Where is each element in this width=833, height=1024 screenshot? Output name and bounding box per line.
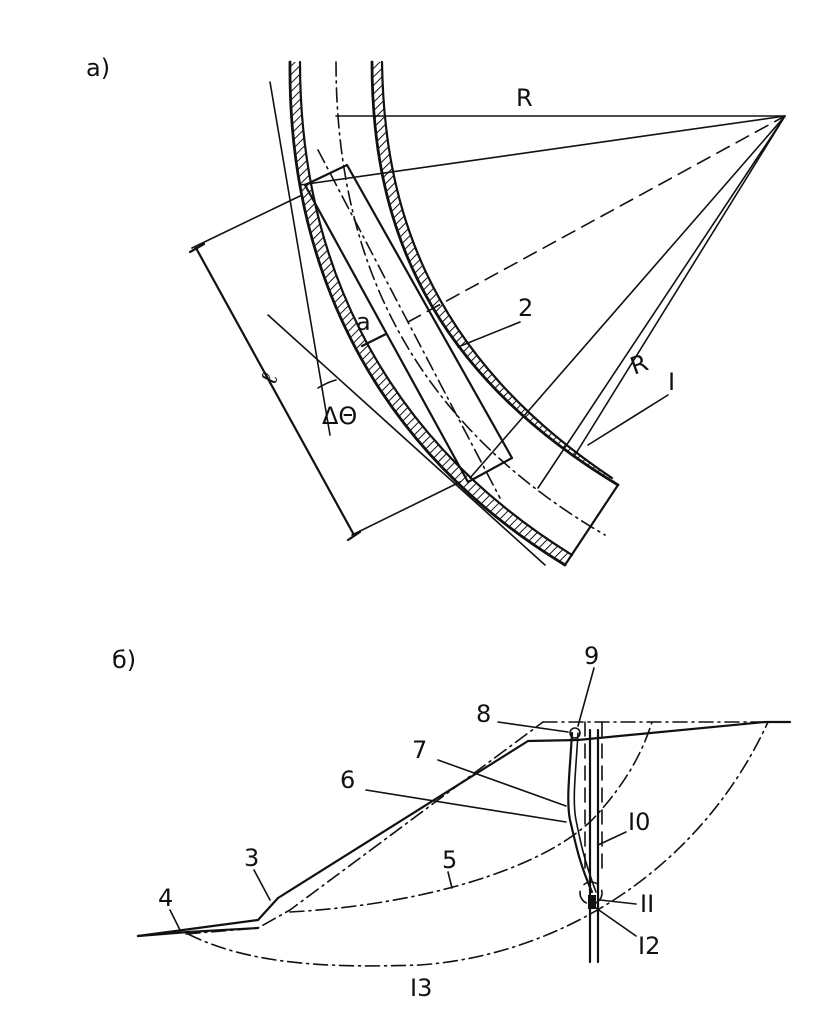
label-1: I (668, 368, 675, 396)
dimension-l-bottom-ext (351, 481, 461, 536)
pile-deformed (567, 731, 594, 894)
pile-head (569, 727, 581, 739)
pile-embedment (588, 895, 596, 909)
label-a: a (356, 308, 371, 336)
label-11: II (640, 890, 654, 918)
dimension-l-tick-top (188, 242, 206, 254)
pipe-right-wall-inner (380, 60, 614, 480)
panel-b-label: б) (112, 646, 136, 674)
label-3: 3 (244, 844, 259, 872)
leader-12 (595, 907, 637, 937)
pipe-axis (335, 61, 606, 536)
dimension-l-tick-bottom (346, 530, 362, 542)
leader-9 (577, 667, 595, 727)
panel-a-label: a) (86, 54, 110, 82)
label-13: I3 (410, 974, 432, 1002)
label-5: 5 (442, 846, 457, 874)
hinge-circle (579, 881, 603, 905)
leader-7 (437, 759, 567, 807)
leader-5 (447, 871, 453, 889)
leader-8 (497, 721, 569, 733)
dimension-l-line (194, 246, 356, 537)
slip-surface-13 (187, 721, 769, 967)
label-4: 4 (158, 884, 173, 912)
radius-inner (574, 115, 786, 456)
panel-b: б) 3 4 (112, 642, 792, 1002)
delta-theta-arc (317, 379, 337, 389)
tangent-line (269, 81, 331, 436)
body-2-outline (303, 163, 514, 484)
radius-to-top-edge (299, 115, 786, 186)
label-2: 2 (518, 294, 533, 322)
label-6: 6 (340, 766, 355, 794)
leader-2 (457, 321, 521, 348)
chord-line (267, 314, 546, 566)
panel-a: a) (86, 54, 786, 567)
dimension-a-arrow (360, 332, 388, 348)
pile-deformed-2 (573, 732, 597, 893)
radius-to-bottom (469, 115, 786, 479)
label-9: 9 (584, 642, 599, 670)
label-R-side: R (626, 348, 651, 380)
dimension-l-top-ext (191, 195, 301, 249)
leader-6 (365, 789, 567, 823)
leader-3 (253, 869, 271, 901)
slope-profile (136, 720, 792, 938)
radius-dashed (407, 115, 786, 323)
leader-1 (587, 394, 669, 446)
leader-4 (169, 909, 181, 931)
slope-toe (136, 926, 260, 938)
leader-10 (597, 831, 627, 846)
pipe-end-line (563, 483, 620, 567)
label-10: I0 (628, 808, 650, 836)
slope-profile-dashdot (185, 721, 544, 935)
leader-11 (599, 899, 637, 905)
label-7: 7 (412, 736, 427, 764)
label-8: 8 (476, 700, 491, 728)
pipe-right-wall-hatch (372, 62, 618, 485)
label-l: ℓ (254, 367, 284, 390)
label-delta-theta: ΔΘ (322, 402, 357, 430)
body-2-axis (317, 149, 501, 499)
pipe-left-wall-inner (298, 60, 574, 557)
label-12: I2 (638, 932, 660, 960)
radius-to-axis (537, 115, 786, 489)
label-R-top: R (516, 84, 533, 112)
pipe-left-wall-hatch (289, 62, 572, 565)
